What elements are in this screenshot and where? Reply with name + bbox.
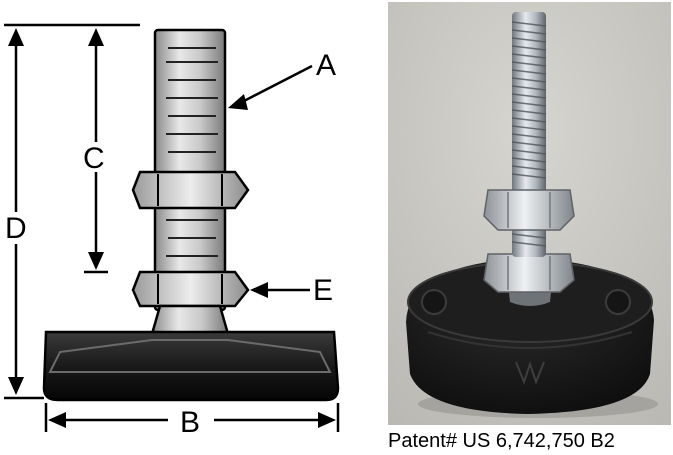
leveling-foot-drawing: D C A E B — [4, 23, 340, 439]
dimension-c — [84, 28, 108, 274]
dimension-b — [44, 403, 340, 432]
photo-upper-nut — [483, 189, 575, 231]
label-b: B — [180, 406, 200, 439]
dimension-d — [4, 23, 140, 400]
threaded-stud — [153, 28, 227, 312]
leader-e — [250, 282, 310, 298]
product-photo — [388, 2, 671, 425]
upper-hex-nut — [131, 170, 250, 210]
photo-lower-nut — [483, 253, 575, 293]
ball-neck — [150, 304, 230, 336]
base-pad — [42, 330, 340, 402]
photo-base-puck — [406, 258, 654, 414]
label-d: D — [5, 212, 27, 245]
label-a: A — [316, 49, 336, 82]
lower-hex-nut — [131, 270, 250, 308]
leader-a — [228, 64, 313, 110]
label-e: E — [313, 274, 333, 307]
patent-caption: Patent# US 6,742,750 B2 — [388, 430, 615, 452]
label-c: C — [83, 142, 105, 175]
